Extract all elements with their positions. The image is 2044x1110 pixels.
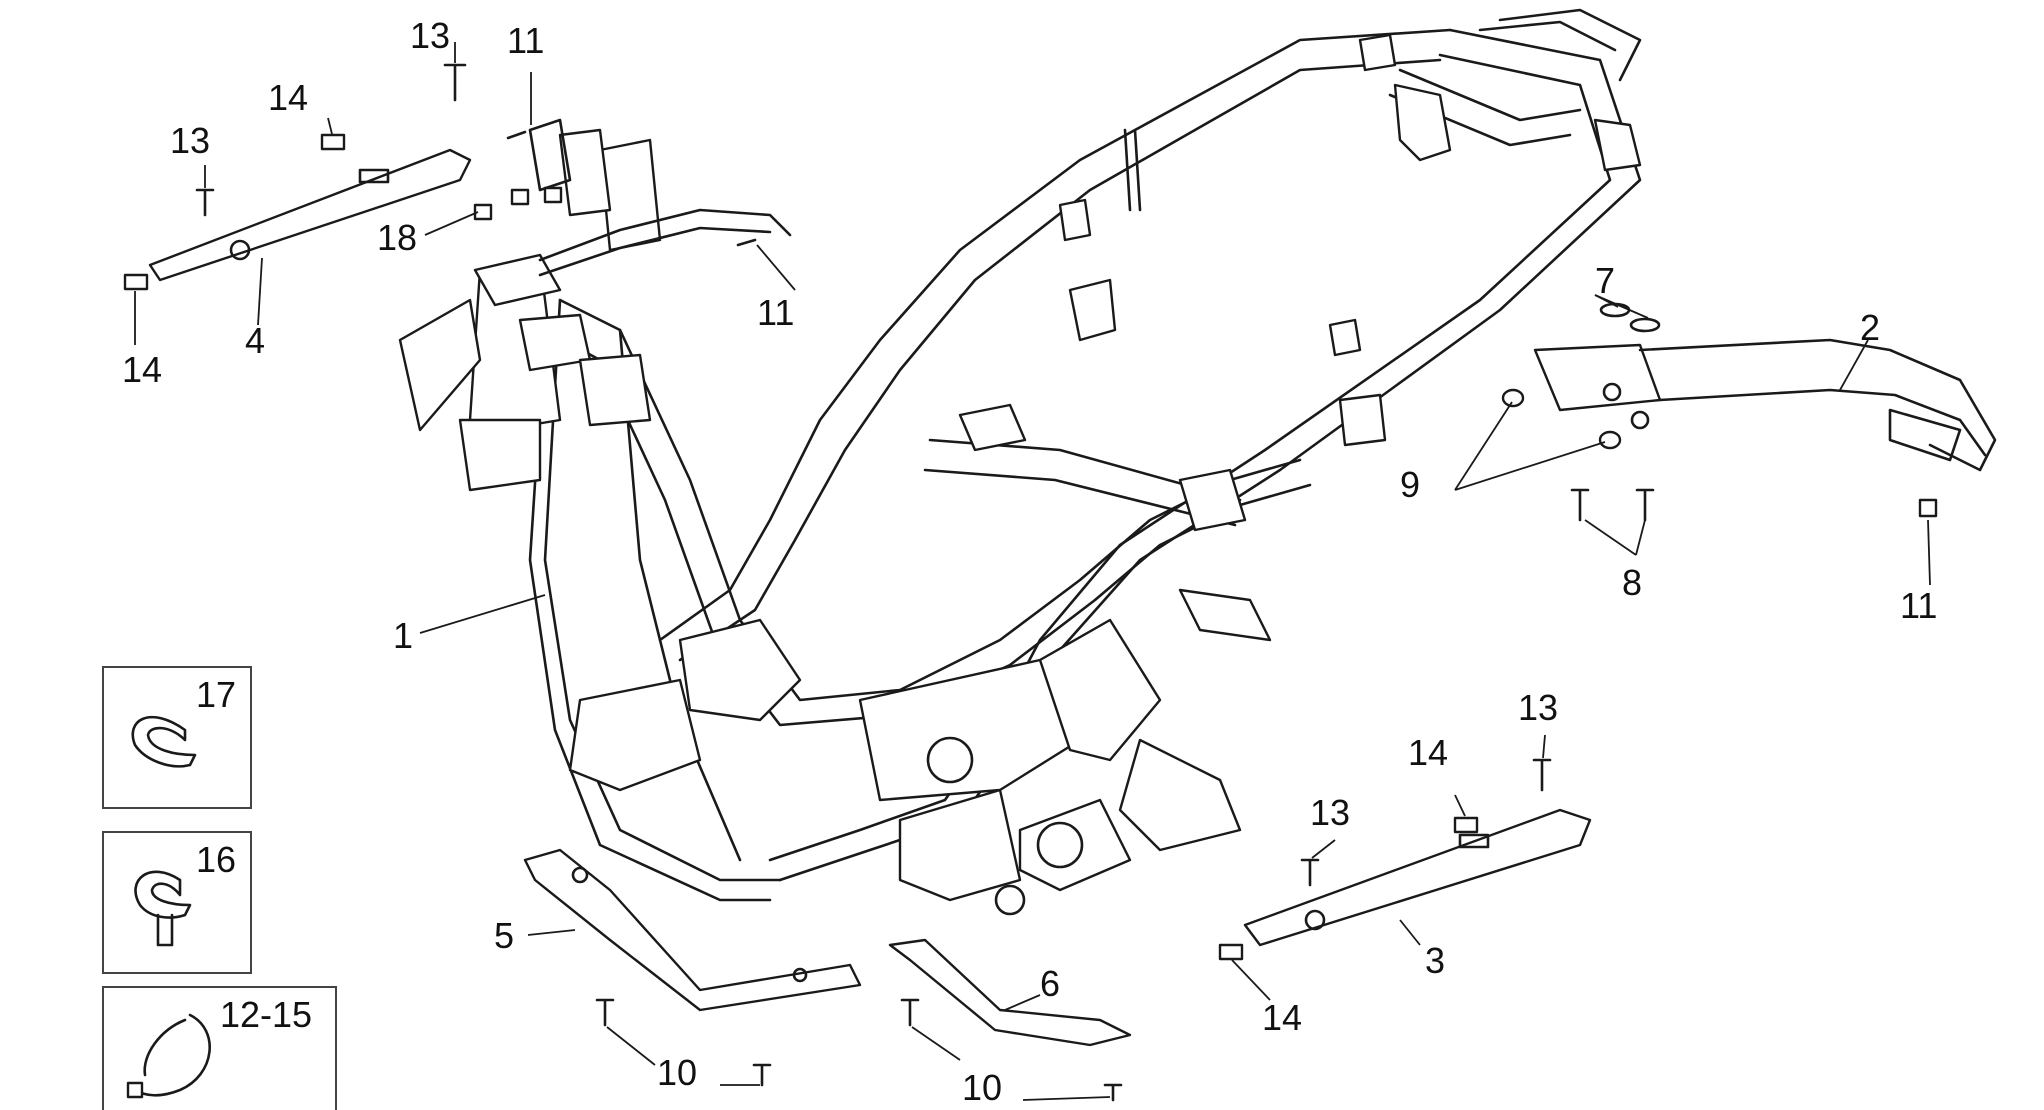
inset-tie-label: 12-15: [220, 994, 312, 1035]
callout-1: 1: [393, 615, 413, 656]
callout-6: 6: [1040, 963, 1060, 1004]
clip-icon: [134, 870, 192, 919]
steering-bracket: [473, 118, 792, 307]
callout-3: 3: [1425, 940, 1445, 981]
callout-13-top: 13: [410, 15, 450, 56]
callout-13-left: 13: [170, 120, 210, 161]
callout-8: 8: [1622, 562, 1642, 603]
callout-14-right-top: 14: [1408, 732, 1448, 773]
callout-7: 7: [1595, 260, 1615, 301]
cable-tie-icon: [133, 1013, 211, 1097]
callout-11-top: 11: [507, 20, 544, 61]
callout-11-middle: 11: [757, 292, 794, 333]
rear-grab-rail: [1533, 338, 1997, 472]
lower-cradle-bracket: [523, 848, 862, 1012]
hardware: [123, 63, 1938, 1102]
leader-lines: [134, 42, 1931, 1101]
callout-14-left: 14: [122, 349, 162, 390]
callout-18: 18: [377, 217, 417, 258]
callout-14-top: 14: [268, 77, 308, 118]
callout-14-bottom: 14: [1262, 997, 1302, 1038]
inset-clip-box: 16: [102, 831, 252, 974]
inset-tie-box: 12-15: [102, 986, 337, 1110]
callout-5: 5: [494, 915, 514, 956]
callout-11-right: 11: [1900, 585, 1937, 626]
callout-13-right: 13: [1310, 792, 1350, 833]
callout-10-right: 10: [962, 1067, 1002, 1108]
left-footboard-bracket: [148, 148, 472, 282]
stand-bracket: [888, 938, 1132, 1047]
inset-clip-label: 16: [196, 839, 236, 880]
callout-10-left: 10: [657, 1052, 697, 1093]
inset-clamp-box: 17: [102, 666, 252, 809]
right-footboard-bracket: [1243, 808, 1592, 947]
callout-13-right-top: 13: [1518, 687, 1558, 728]
callout-4: 4: [245, 320, 265, 361]
main-frame: [398, 8, 1642, 916]
callout-labels: 1 2 3 4 5 6 7 8 9 10 10 11 11 11 13 13 1…: [122, 15, 1937, 1108]
clamp-icon: [131, 715, 197, 768]
inset-clamp-label: 17: [196, 674, 236, 715]
callout-9: 9: [1400, 464, 1420, 505]
callout-2: 2: [1860, 307, 1880, 348]
